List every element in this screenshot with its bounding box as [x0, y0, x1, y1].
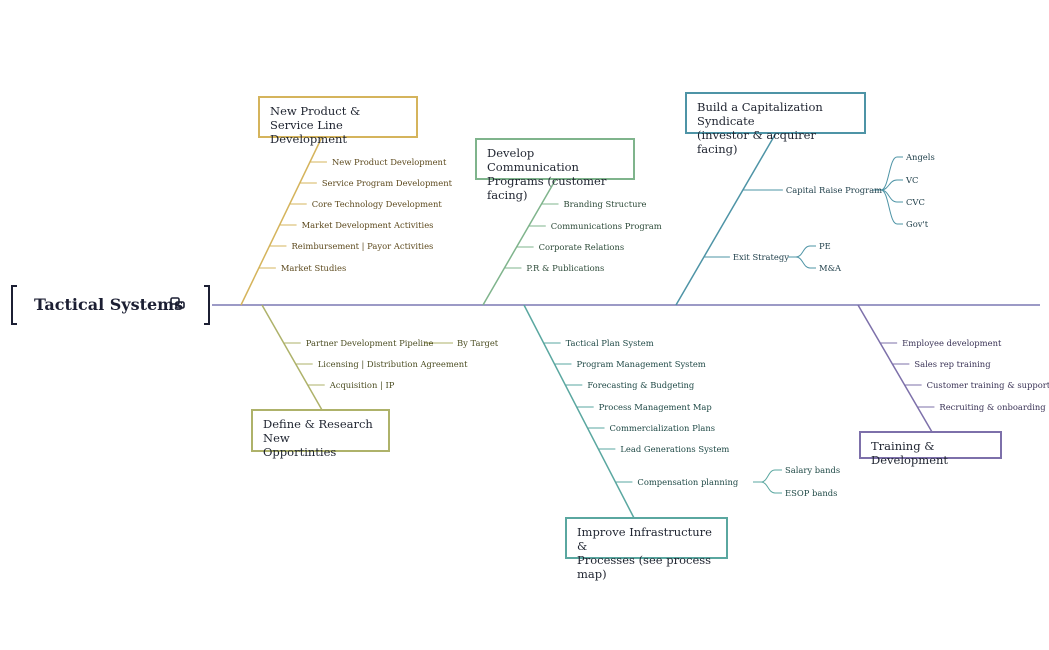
branch-item[interactable]: CVC [906, 197, 925, 207]
branch-item[interactable]: Gov't [906, 219, 929, 229]
bone-product [240, 136, 323, 306]
branch-item[interactable]: Core Technology Development [311, 199, 442, 209]
branch-item[interactable]: Market Studies [280, 263, 347, 273]
branch-item[interactable]: Service Program Development [321, 178, 452, 188]
branch-item[interactable]: Customer training & support [926, 380, 1049, 390]
branch-item[interactable]: P.R & Publications [526, 263, 605, 273]
branch-item[interactable]: New Product Development [331, 157, 447, 167]
branch-item[interactable]: Salary bands [785, 465, 841, 475]
page-title: Tactical Systems [34, 295, 184, 314]
branch-item[interactable]: Commercialization Plans [609, 423, 716, 433]
sub-branch [795, 256, 816, 269]
linked-copy-icon[interactable] [170, 297, 186, 309]
category-box-capitalization[interactable]: Build a Capitalization Syndicate (invest… [685, 92, 866, 156]
branch-item[interactable]: Communications Program [550, 221, 662, 231]
sub-branch [880, 179, 903, 191]
branch-item[interactable]: Angels [906, 152, 935, 162]
branch-item[interactable]: VC [906, 175, 919, 185]
branch-item[interactable]: Branding Structure [563, 199, 647, 209]
branch-item[interactable]: PE [819, 241, 831, 251]
branch-item[interactable]: Program Management System [576, 359, 706, 369]
branch-item[interactable]: By Target [457, 338, 499, 348]
right-bracket [204, 285, 210, 325]
branch-item[interactable]: Process Management Map [598, 402, 712, 412]
root-topic[interactable]: Tactical Systems [11, 285, 210, 325]
branch-item[interactable]: Compensation planning [637, 477, 739, 487]
branch-item[interactable]: Recruiting & onboarding [939, 402, 1046, 412]
branch-item[interactable]: Forecasting & Budgeting [587, 380, 695, 390]
category-box-infrastructure[interactable]: Improve Infrastructure & Processes (see … [565, 517, 728, 581]
branch-item[interactable]: Sales rep training [914, 359, 991, 369]
branch-item[interactable]: Licensing | Distribution Agreement [317, 359, 468, 369]
branch-item[interactable]: ESOP bands [785, 488, 838, 498]
sub-branch [760, 469, 782, 483]
sub-branch [760, 481, 782, 494]
sub-branch [795, 245, 816, 258]
branch-item[interactable]: Reimbursement | Payor Activities [291, 241, 434, 251]
bone-communication [482, 178, 557, 306]
branch-item[interactable]: Partner Development Pipeline [305, 338, 434, 348]
branch-item[interactable]: Exit Strategy [732, 252, 789, 262]
sub-branch [880, 189, 903, 225]
branch-item[interactable]: Tactical Plan System [565, 338, 654, 348]
category-box-communication[interactable]: Develop Communication Programs (customer… [475, 138, 635, 202]
category-box-training[interactable]: Training & Development [859, 431, 1002, 467]
branch-item[interactable]: Employee development [902, 338, 1002, 348]
bone-research [261, 304, 323, 411]
branch-item[interactable]: Acquisition | IP [329, 380, 395, 390]
category-box-product[interactable]: New Product & Service Line Development [258, 96, 418, 146]
branch-item[interactable]: M&A [819, 263, 842, 273]
bone-training [857, 304, 933, 433]
left-bracket [11, 285, 17, 325]
branch-item[interactable]: Lead Generations System [620, 444, 730, 454]
branch-item[interactable]: Capital Raise Program [785, 185, 883, 195]
bone-capitalization [675, 132, 777, 306]
branch-item[interactable]: Market Development Activities [301, 220, 434, 230]
sub-branch [880, 156, 903, 191]
category-box-research[interactable]: Define & Research New Opportinties [251, 409, 390, 459]
branch-item[interactable]: Corporate Relations [538, 242, 625, 252]
